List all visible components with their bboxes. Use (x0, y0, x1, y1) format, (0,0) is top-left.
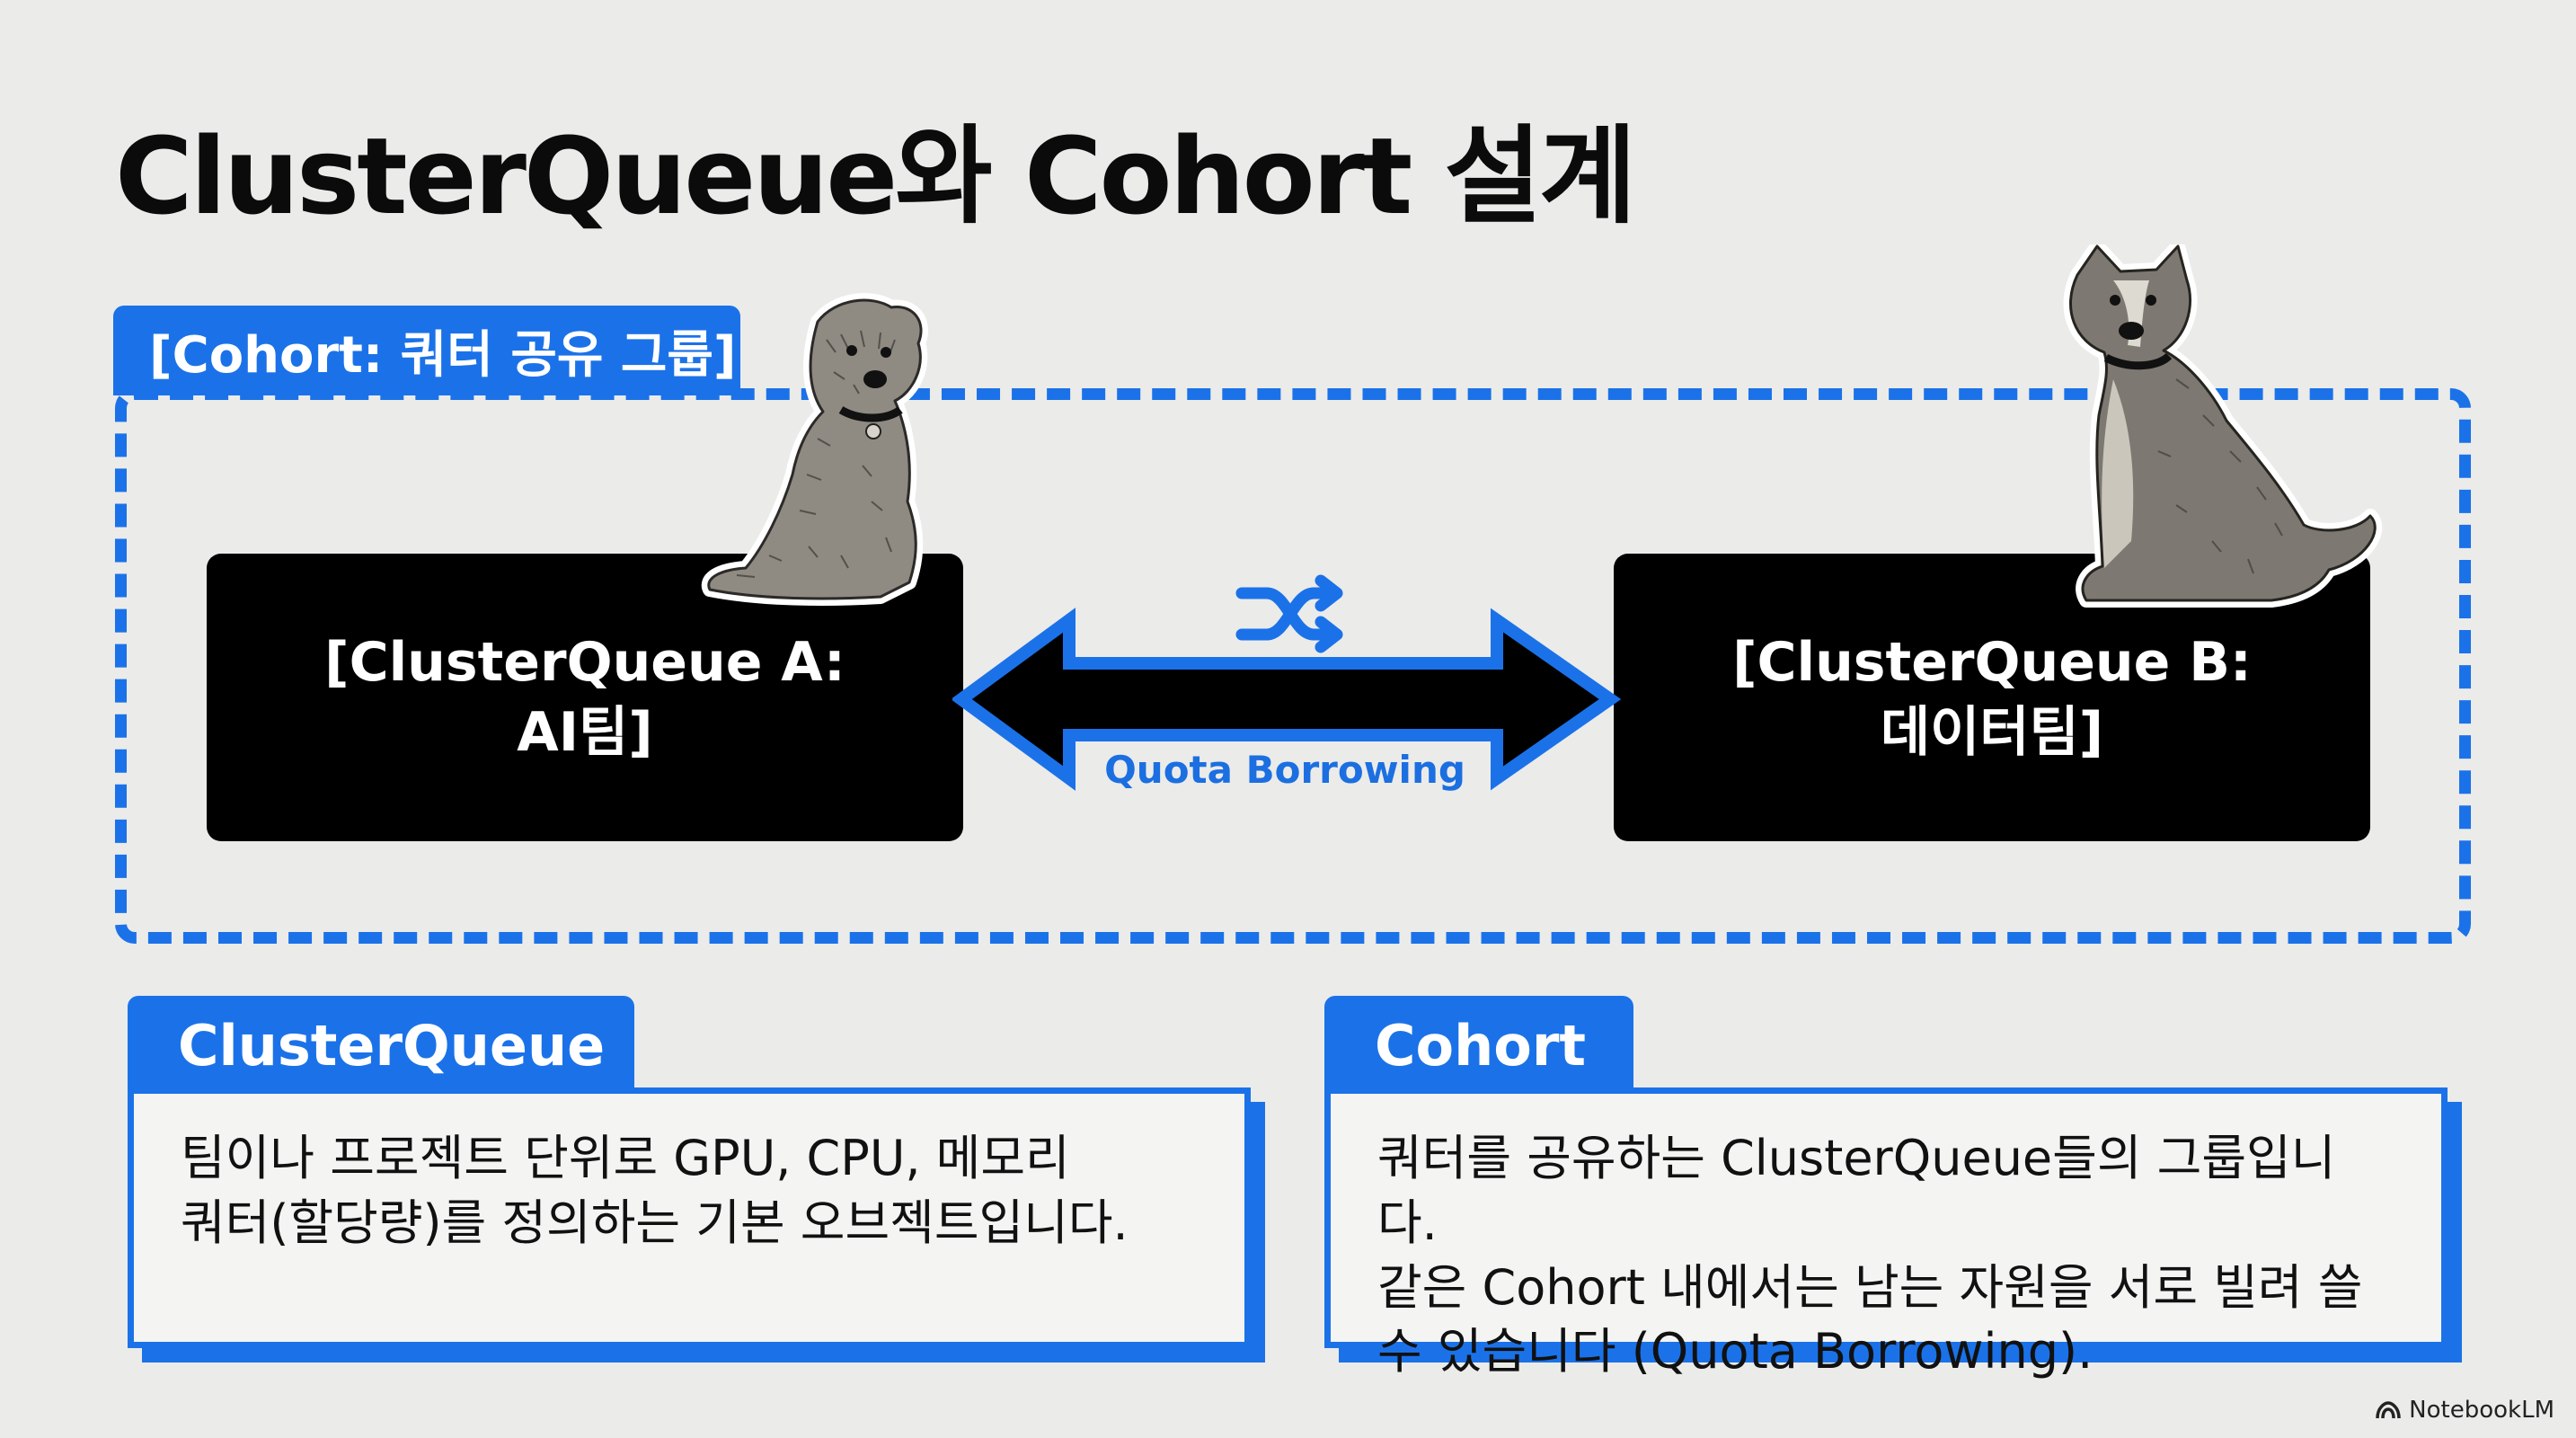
quota-borrowing-double-arrow (952, 574, 1622, 791)
card-clusterqueue-line: 팀이나 프로젝트 단위로 GPU, CPU, 메모리 (181, 1130, 1070, 1186)
cohort-label-tab: [Cohort: 쿼터 공유 그룹] (113, 306, 740, 395)
dog-illustration-left (701, 293, 928, 606)
dog-illustration-right (2063, 244, 2383, 608)
card-cohort-title: Cohort (1324, 996, 1633, 1095)
cluster-queue-b-line1: [ClusterQueue B: (1732, 631, 2252, 694)
card-cohort: 쿼터를 공유하는 ClusterQueue들의 그룹입니다. 같은 Cohort… (1324, 1087, 2448, 1380)
shuffle-icon (1235, 574, 1343, 653)
cluster-queue-a-line1: [ClusterQueue A: (324, 631, 845, 694)
card-cohort-line: 수 있습니다 (Quota Borrowing). (1377, 1323, 2094, 1380)
quota-borrowing-label: Quota Borrowing (1104, 748, 1465, 792)
card-cohort-line: 쿼터를 공유하는 ClusterQueue들의 그룹입니다. (1377, 1130, 2336, 1251)
card-clusterqueue-line: 쿼터(할당량)를 정의하는 기본 오브젝트입니다. (181, 1194, 1129, 1251)
notebooklm-label: NotebookLM (2409, 1397, 2554, 1424)
notebooklm-watermark: NotebookLM (2375, 1397, 2554, 1424)
slide-title: ClusterQueue와 Cohort 설계 (115, 114, 1636, 238)
notebooklm-logo-icon (2376, 1401, 2401, 1419)
cluster-queue-a-line2: AI팀] (517, 701, 653, 764)
card-clusterqueue-title: ClusterQueue (128, 996, 634, 1095)
cluster-queue-b-line2: 데이터팀] (1880, 701, 2104, 764)
card-clusterqueue: 팀이나 프로젝트 단위로 GPU, CPU, 메모리 쿼터(할당량)를 정의하는… (128, 1087, 1251, 1348)
card-cohort-line: 같은 Cohort 내에서는 남는 자원을 서로 빌려 쓸 (1377, 1258, 2363, 1316)
